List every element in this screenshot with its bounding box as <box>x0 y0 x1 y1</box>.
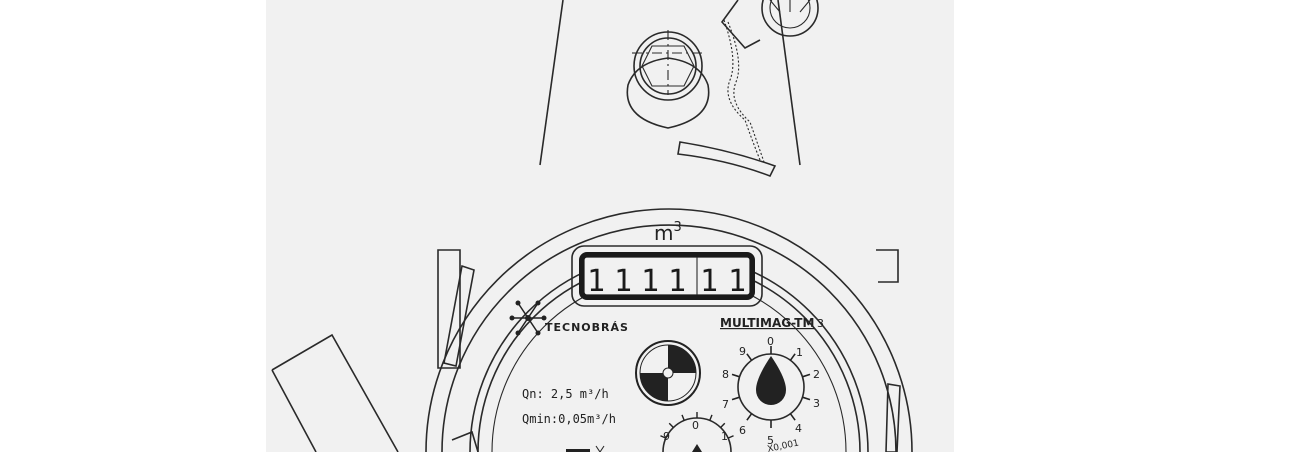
sealing-bolt <box>626 30 710 129</box>
odometer-digit-5: 1 <box>700 264 718 299</box>
spec-qn: Qn: 2,5 m³/h <box>522 387 609 401</box>
small-dial-tick <box>668 422 674 429</box>
ring-slot-bottom-left <box>451 430 479 452</box>
spec-qmin: Qmin:0,05m³/h <box>522 412 616 426</box>
main-dial-label-4: 4 <box>795 422 802 435</box>
small-dial-pointer-icon <box>692 444 702 452</box>
main-dial: 0 1 2 3 4 5 6 7 8 9 <box>722 335 820 447</box>
left-lug <box>437 249 461 369</box>
main-dial-label-8: 8 <box>722 368 729 381</box>
tecnobras-logo-icon <box>509 300 547 336</box>
seal-chain <box>723 19 765 163</box>
right-lug <box>876 249 899 283</box>
small-dial-tick <box>681 414 685 421</box>
ring-slot-left <box>443 264 475 367</box>
main-dial-tick <box>746 413 753 421</box>
odometer-digit-1: 1 <box>587 264 605 299</box>
small-dial-tick <box>727 435 734 439</box>
main-dial-label-1: 1 <box>796 346 803 359</box>
flow-indicator-disc-icon <box>635 340 701 406</box>
small-dial-label-1: 1 <box>721 430 728 443</box>
main-dial-label-7: 7 <box>722 398 729 411</box>
drawing-paper <box>266 0 954 452</box>
main-dial-tick <box>731 396 740 401</box>
main-dial-label-9: 9 <box>739 345 746 358</box>
main-dial-tick <box>802 373 811 378</box>
seal-tag <box>720 0 819 50</box>
main-dial-label-5: 5 <box>767 434 774 447</box>
main-dial-tick <box>731 373 740 378</box>
inlet-pipe-edge <box>271 369 317 452</box>
main-dial-label-3: 3 <box>813 397 820 410</box>
small-dial-tick <box>660 435 667 439</box>
main-dial-ticks <box>731 346 811 428</box>
main-dial-tick <box>746 353 753 361</box>
ring-slot-top <box>677 141 777 178</box>
main-dial-label-2: 2 <box>813 368 820 381</box>
inlet-pipe <box>271 333 399 452</box>
small-dial-label-9: 9 <box>663 430 670 443</box>
main-dial-pointer-icon <box>756 356 786 405</box>
meter-neck-left-edge <box>539 0 564 166</box>
main-dial-tick <box>789 413 796 421</box>
small-dial-tick <box>720 422 726 429</box>
small-dial-ticks <box>660 412 734 439</box>
main-dial-tick <box>802 396 811 401</box>
small-dial-tick <box>709 414 713 421</box>
main-dial-label-0: 0 <box>767 335 774 348</box>
small-dial-label-0: 0 <box>692 419 699 432</box>
display-unit-label: m3 <box>654 220 682 245</box>
odometer-digit-4: 1 <box>668 264 686 299</box>
model-suffix: 3 <box>817 317 824 330</box>
meter-neck-right-edge <box>777 0 801 166</box>
approval-mark-icon <box>566 445 605 452</box>
odometer-digit-3: 1 <box>641 264 659 299</box>
main-dial-label-6: 6 <box>739 424 746 437</box>
odometer-digit-6: 1 <box>728 264 746 299</box>
model-name: MULTIMAG-TM <box>720 316 814 330</box>
odometer-window: 1 1 1 1 1 1 <box>571 245 763 307</box>
meter-outer-ring <box>425 208 913 452</box>
odometer-digit-2: 1 <box>614 264 632 299</box>
brand-name: TECNOBRÁS <box>545 321 629 334</box>
small-dial: 9 0 1 X0,001 <box>660 412 800 452</box>
ring-slot-right <box>885 383 901 452</box>
main-dial-tick <box>789 353 796 361</box>
